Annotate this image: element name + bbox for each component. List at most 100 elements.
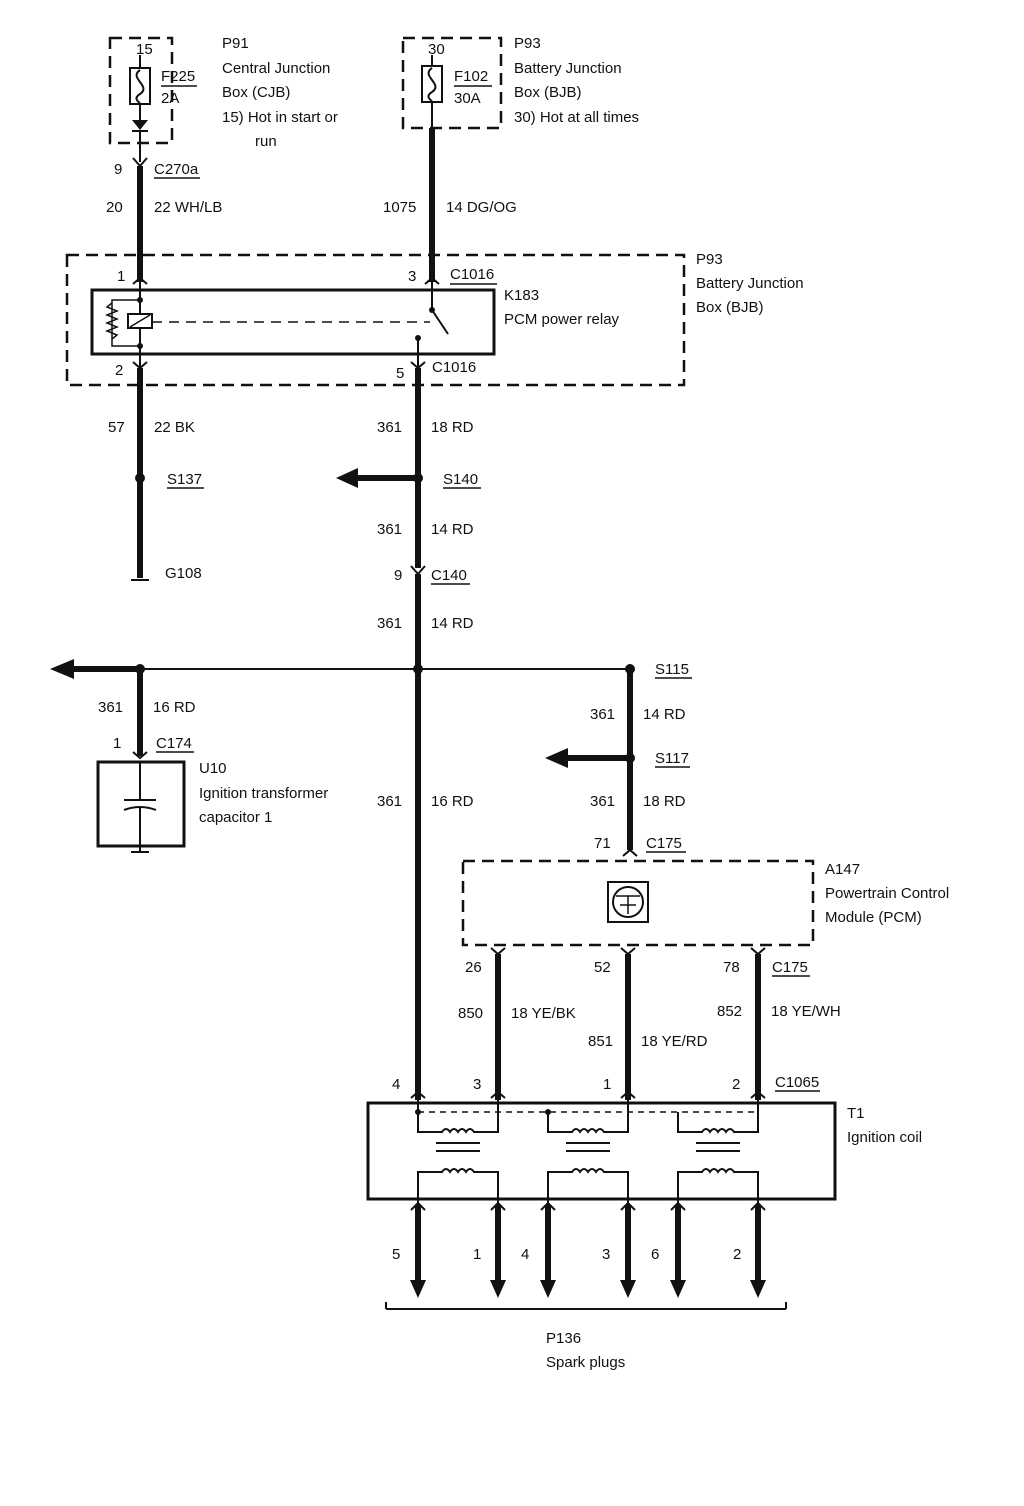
pcm-out-wire-b: 18 YE/RD bbox=[641, 1033, 708, 1050]
central-junction-box: 15 F225 2A P91 Central Junction Box (CJB… bbox=[108, 35, 338, 150]
ground-branch: 57 22 BK S137 G108 bbox=[108, 368, 204, 582]
connector-chevron bbox=[750, 1090, 766, 1099]
pcm-feed-pin: 71 bbox=[594, 835, 611, 852]
fuse-icon bbox=[421, 65, 443, 103]
powertrain-control-module: A147 Powertrain Control Module (PCM) bbox=[461, 859, 949, 947]
coil-winding-icon bbox=[417, 1100, 759, 1134]
bjb-top-ref: P93 bbox=[514, 35, 541, 52]
relay-name: PCM power relay bbox=[504, 311, 620, 328]
fuse-icon bbox=[129, 67, 151, 105]
coil-pin-1: 1 bbox=[603, 1076, 611, 1093]
pcm-dashed-outline bbox=[461, 859, 815, 947]
main-wire-a: 18 RD bbox=[431, 419, 474, 436]
cjb-ref: P91 bbox=[222, 35, 249, 52]
spark-lead: 1 bbox=[473, 1201, 506, 1298]
connector-chevron bbox=[490, 947, 506, 956]
pcm-power-relay-box bbox=[90, 288, 496, 356]
pcm-feed: S115 361 14 RD S117 361 18 RD 71 C175 bbox=[545, 661, 692, 857]
cap-id: U10 bbox=[199, 760, 227, 777]
bjb-top-fuse-id: F102 bbox=[454, 68, 488, 85]
left-feed-wire: 9 C270a 20 22 WH/LB bbox=[106, 146, 222, 282]
arrow-down-icon bbox=[750, 1280, 766, 1298]
connector-chevron bbox=[620, 1090, 636, 1099]
ground-wire-label: 22 BK bbox=[154, 419, 195, 436]
left-feed-circuit: 20 bbox=[106, 199, 123, 216]
main-circuit-c: 361 bbox=[377, 615, 402, 632]
relay-conn-bottom: C1016 bbox=[432, 359, 476, 376]
cjb-fuse-rating: 2A bbox=[161, 90, 179, 107]
main-circuit-b: 361 bbox=[377, 521, 402, 538]
pcm-feed-wire-b: 18 RD bbox=[643, 793, 686, 810]
battery-junction-box-relay: P93 Battery Junction Box (BJB) K183 PCM … bbox=[65, 251, 804, 387]
ignition-coil-box bbox=[366, 1101, 837, 1201]
spark-lead: 5 bbox=[392, 1201, 426, 1298]
diode-icon bbox=[132, 120, 148, 132]
connector-chevron bbox=[424, 276, 440, 285]
cap-name-1: Ignition transformer bbox=[199, 785, 328, 802]
left-feed-wire-label: 22 WH/LB bbox=[154, 199, 222, 216]
spark-lead-label: 5 bbox=[392, 1246, 400, 1263]
spark-lead: 2 bbox=[733, 1201, 766, 1298]
arrow-down-icon bbox=[410, 1280, 426, 1298]
relay-pin-1: 1 bbox=[117, 268, 125, 285]
bjb-top-fuse-rating: 30A bbox=[454, 90, 481, 107]
bjb-name-1: Battery Junction bbox=[696, 275, 804, 292]
left-feed-conn-pin: 9 bbox=[114, 161, 122, 178]
bjb-name-2: Box (BJB) bbox=[696, 299, 764, 316]
coil-id: T1 bbox=[847, 1105, 865, 1122]
capacitor-icon bbox=[123, 762, 157, 852]
relay-pin-5: 5 bbox=[396, 365, 404, 382]
main-conn-pin: 9 bbox=[394, 567, 402, 584]
pcm-out-circuit-a: 850 bbox=[458, 1005, 483, 1022]
cap-wire: 16 RD bbox=[153, 699, 196, 716]
pcm-feed-circuit-b: 361 bbox=[590, 793, 615, 810]
arrow-down-icon bbox=[670, 1280, 686, 1298]
coil-winding-icon bbox=[417, 1168, 759, 1205]
arrow-left-icon bbox=[545, 748, 568, 768]
connector-chevron bbox=[410, 1090, 426, 1099]
pcm-module-icon bbox=[607, 881, 649, 923]
spark-lead-label: 2 bbox=[733, 1246, 741, 1263]
pcm-feed-wire-a: 14 RD bbox=[643, 706, 686, 723]
main-circuit-a: 361 bbox=[377, 419, 402, 436]
coil-pin-2: 2 bbox=[732, 1076, 740, 1093]
connector-chevron bbox=[132, 276, 148, 285]
right-feed-circuit: 1075 bbox=[383, 199, 416, 216]
relay-switch-icon bbox=[431, 309, 449, 335]
resistor-icon bbox=[104, 302, 120, 340]
pcm-feed-splice-mid: S117 bbox=[655, 750, 689, 767]
connector-chevron bbox=[490, 1090, 506, 1099]
pcm-feed-conn: C175 bbox=[646, 835, 682, 852]
bjb-top-name-2: Box (BJB) bbox=[514, 84, 582, 101]
pcm-out-wire-a: 18 YE/BK bbox=[511, 1005, 576, 1022]
connector-chevron bbox=[132, 751, 148, 760]
bjb-ref: P93 bbox=[696, 251, 723, 268]
arrow-left-icon bbox=[336, 468, 358, 488]
main-power-trunk: 361 18 RD S140 361 14 RD 9 C140 361 14 R… bbox=[50, 368, 635, 1100]
pcm-out-pin-a: 26 bbox=[465, 959, 482, 976]
cjb-name-2: Box (CJB) bbox=[222, 84, 290, 101]
main-circuit-d: 361 bbox=[377, 793, 402, 810]
arrow-down-icon bbox=[490, 1280, 506, 1298]
cap-pin: 1 bbox=[113, 735, 121, 752]
spark-lead: 6 bbox=[651, 1201, 686, 1298]
ignition-transformer-capacitor: 361 16 RD 1 C174 U10 Ignition transforme… bbox=[96, 669, 328, 853]
pcm-out-pin-c: 78 bbox=[723, 959, 740, 976]
spark-lead-label: 1 bbox=[473, 1246, 481, 1263]
ground-id: G108 bbox=[165, 565, 202, 582]
coil-name: Ignition coil bbox=[847, 1129, 922, 1146]
main-wire-c: 14 RD bbox=[431, 615, 474, 632]
relay-pin-2: 2 bbox=[115, 362, 123, 379]
coil-core bbox=[436, 1142, 740, 1152]
pcm-out-circuit-c: 852 bbox=[717, 1003, 742, 1020]
pcm-feed-splice-top: S115 bbox=[655, 661, 689, 678]
spark-plug-leads: 5 1 4 3 6 2 bbox=[385, 1201, 787, 1371]
spark-lead: 4 bbox=[521, 1201, 556, 1298]
right-feed-wire-label: 14 DG/OG bbox=[446, 199, 517, 216]
relay-id: K183 bbox=[504, 287, 539, 304]
pcm-id: A147 bbox=[825, 861, 860, 878]
relay-coil-icon bbox=[127, 313, 153, 329]
pcm-name-2: Module (PCM) bbox=[825, 909, 922, 926]
main-wire-d: 16 RD bbox=[431, 793, 474, 810]
